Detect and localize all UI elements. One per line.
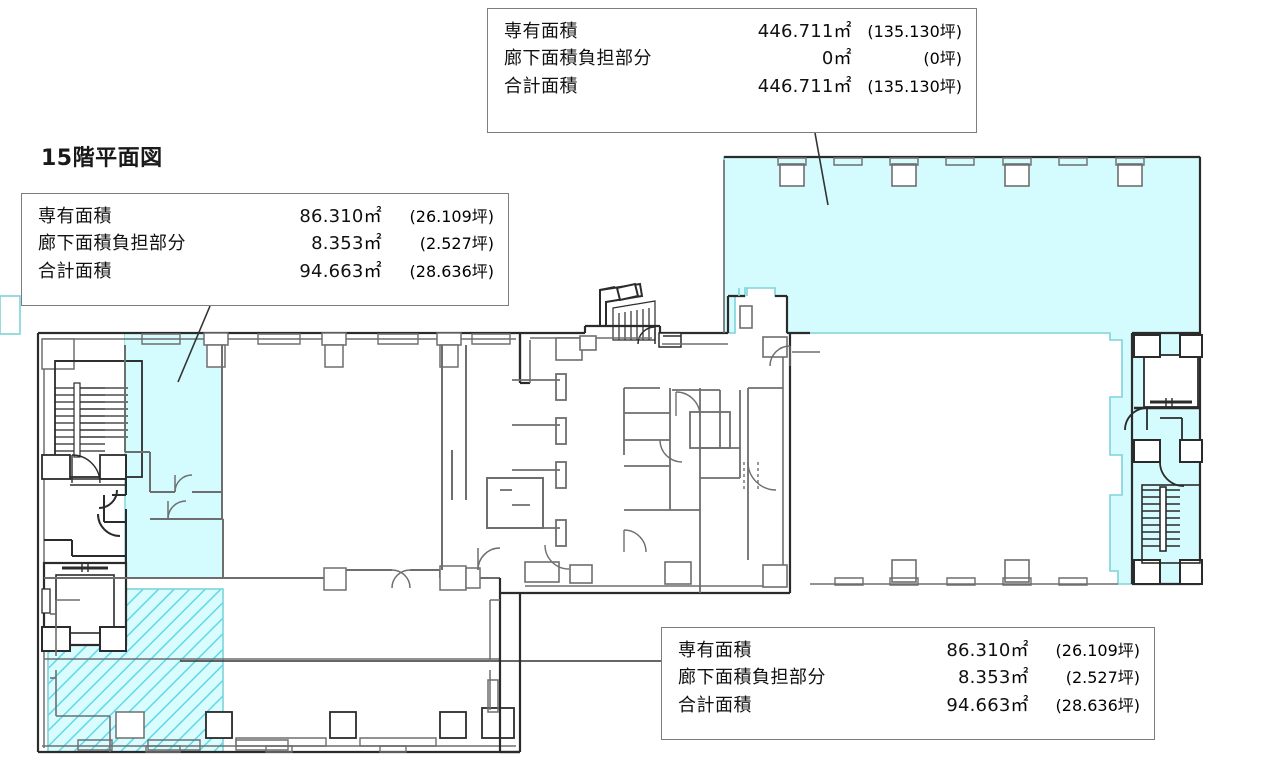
callout-unit: ㎡ xyxy=(833,75,852,97)
core-columns xyxy=(524,335,788,588)
core-stair-projection xyxy=(599,282,644,326)
callout-unit: ㎡ xyxy=(363,233,382,255)
callout-unit: ㎡ xyxy=(1010,667,1029,689)
west-stair xyxy=(54,360,143,478)
east-unit-top-windows xyxy=(777,157,1145,166)
callout-label: 廊下面積負担部分 xyxy=(38,233,186,255)
core-restroom-doors xyxy=(623,391,777,553)
corridor-core-door xyxy=(477,547,501,571)
core-duct xyxy=(0,288,753,335)
page-title: 15階平面図 xyxy=(41,146,163,171)
core-left-partitions xyxy=(500,373,567,547)
callout-label: 合計面積 xyxy=(504,75,578,97)
center-left-room-walls xyxy=(441,345,544,570)
west-stair-door xyxy=(70,454,126,486)
callout-unit: ㎡ xyxy=(1010,640,1029,661)
south-wall-columns xyxy=(205,707,515,739)
east-core-lobby xyxy=(1124,407,1185,487)
east-unit-bottom-windows xyxy=(810,577,1118,586)
east-unit-top-columns xyxy=(779,163,1143,187)
callout-tsubo: (26.109坪) xyxy=(409,207,494,226)
west-wing-top-columns xyxy=(41,332,462,370)
callout-label: 合計面積 xyxy=(38,260,112,282)
leader-line-east xyxy=(814,132,829,206)
callout-tsubo: (2.527坪) xyxy=(419,234,494,254)
callout-tsubo: (135.130坪) xyxy=(867,22,962,41)
callout-label: 専有面積 xyxy=(678,640,752,661)
unit-fill-northwest xyxy=(124,333,224,579)
southwest-unit-walls xyxy=(50,599,111,752)
leader-line-northwest xyxy=(177,305,211,383)
callout-unit: ㎡ xyxy=(363,206,382,227)
callout-label: 専有面積 xyxy=(38,206,112,227)
callout-tsubo: (135.130坪) xyxy=(867,76,962,96)
callout-tsubo: (0坪) xyxy=(923,49,962,69)
callout-value: 446.711 xyxy=(757,75,834,97)
callout-label: 廊下面積負担部分 xyxy=(678,667,826,689)
core-east-door xyxy=(769,345,820,367)
east-core-columns xyxy=(1133,334,1203,585)
callout-label: 廊下面積負担部分 xyxy=(504,48,652,70)
west-stair-walls xyxy=(41,454,127,480)
core-stair-treads xyxy=(612,300,656,341)
corridor-columns xyxy=(323,565,481,591)
callout-unit: ㎡ xyxy=(833,21,852,42)
callout-unit: ㎡ xyxy=(363,260,382,282)
callout-label: 専有面積 xyxy=(504,21,578,42)
callout-value: 94.663 xyxy=(299,260,364,282)
core-left-door xyxy=(544,544,570,570)
northwest-unit-walls xyxy=(124,345,224,578)
callout-value: 446.711 xyxy=(757,21,834,42)
northwest-unit-doors xyxy=(167,474,193,520)
callout-tsubo: (28.636坪) xyxy=(409,261,494,281)
callout-value: 0 xyxy=(821,48,834,70)
callout-tsubo: (28.636坪) xyxy=(1055,695,1140,715)
corridor-door xyxy=(391,569,411,589)
callout-label: 合計面積 xyxy=(678,694,752,716)
callout-unit: ㎡ xyxy=(1010,694,1029,716)
core-restrooms xyxy=(623,387,783,593)
callout-value: 8.353 xyxy=(311,233,364,255)
unit-fill-east-large xyxy=(723,156,1201,585)
callout-tsubo: (2.527坪) xyxy=(1065,668,1140,688)
callout-tsubo: (26.109坪) xyxy=(1055,641,1140,660)
callout-value: 8.353 xyxy=(957,667,1011,689)
east-elevator xyxy=(1134,354,1200,410)
east-unit-outline xyxy=(724,155,1202,340)
callout-unit: ㎡ xyxy=(833,48,852,70)
east-stair xyxy=(1141,484,1201,564)
east-unit-bottom-columns xyxy=(891,559,1030,583)
callout-value: 86.310 xyxy=(946,640,1011,661)
west-stair-treads xyxy=(55,382,128,458)
south-wall-windows xyxy=(145,737,437,753)
callout-value: 86.310 xyxy=(299,206,364,227)
callout-value: 94.663 xyxy=(946,694,1011,716)
west-wing-east-inner xyxy=(487,599,500,713)
west-wing-east-wall xyxy=(498,593,522,754)
west-wing-top-windows xyxy=(141,333,511,345)
